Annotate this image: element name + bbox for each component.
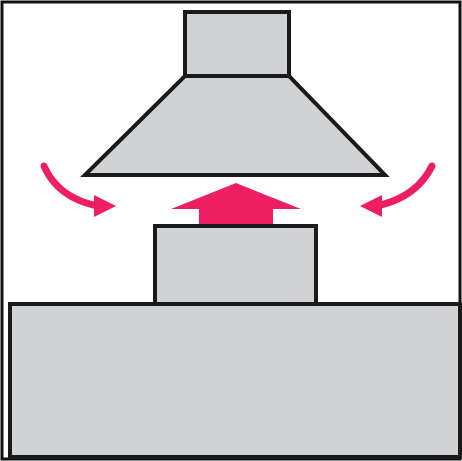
hood-duct — [183, 10, 291, 78]
inflow-arrow-left — [40, 162, 116, 217]
stove-base — [8, 302, 462, 459]
hood-canopy — [80, 74, 390, 177]
cooking-pot — [153, 224, 318, 306]
updraft-arrow — [171, 183, 301, 227]
inflow-arrow-right — [360, 162, 436, 217]
